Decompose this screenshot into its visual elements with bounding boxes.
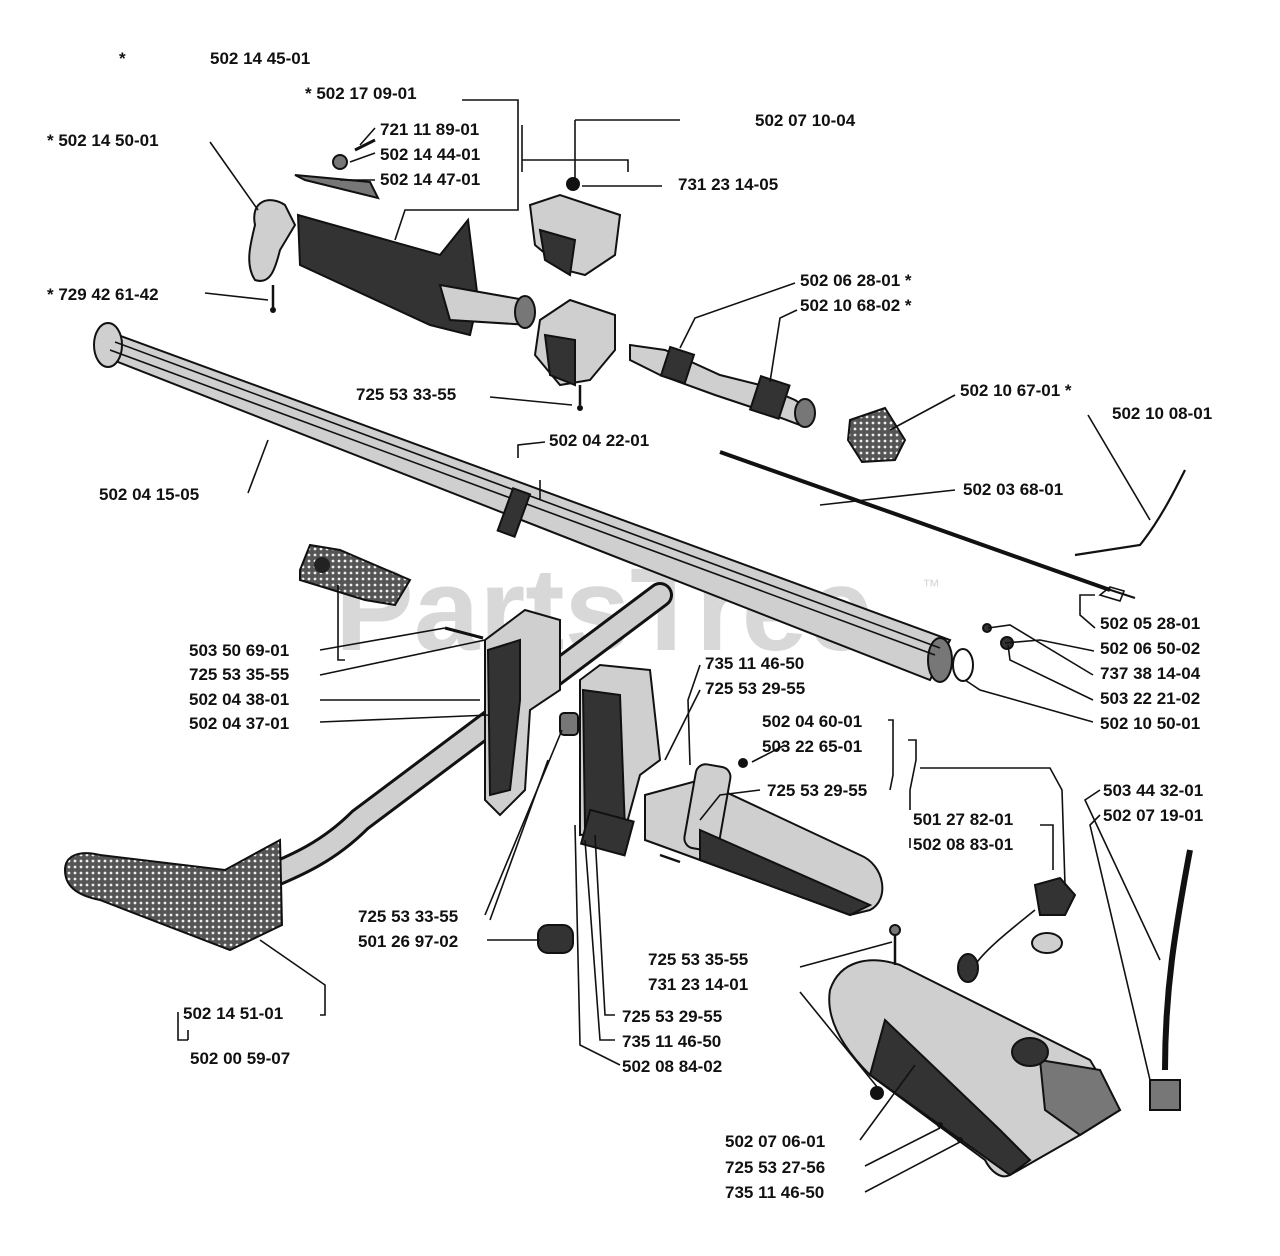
part-labels: * 502 14 45-01 * 502 17 09-01 502 07 10-… xyxy=(47,49,1212,1202)
part-label: 502 06 50-02 xyxy=(1100,639,1200,658)
shaft-clamp-upper xyxy=(528,177,622,277)
spring xyxy=(846,406,907,464)
part-label: 725 53 29-55 xyxy=(705,679,805,698)
fuel-hose xyxy=(1149,849,1193,1111)
part-label: 502 14 51-01 xyxy=(183,1004,283,1023)
part-label: 502 04 60-01 xyxy=(762,712,862,731)
part-label: * 729 42 61-42 xyxy=(47,285,159,304)
part-label: 502 04 38-01 xyxy=(189,690,289,709)
part-label: 502 10 68-02 * xyxy=(800,296,912,315)
part-label: 502 14 45-01 xyxy=(210,49,310,68)
part-label: 725 53 35-55 xyxy=(189,665,289,684)
part-label: 721 11 89-01 xyxy=(380,120,479,139)
part-label: 501 27 82-01 xyxy=(913,810,1013,829)
part-label: 502 08 84-02 xyxy=(622,1057,722,1076)
part-label: 503 22 65-01 xyxy=(762,737,862,756)
part-label: 502 00 59-07 xyxy=(190,1049,290,1068)
drive-coupling xyxy=(629,343,816,428)
part-label: 502 10 67-01 * xyxy=(960,381,1072,400)
part-label: 502 07 06-01 xyxy=(725,1132,825,1151)
part-label: 725 53 35-55 xyxy=(648,950,748,969)
part-label: * 502 17 09-01 xyxy=(305,84,417,103)
part-label: 502 04 15-05 xyxy=(99,485,199,504)
part-label: 503 22 21-02 xyxy=(1100,689,1200,708)
part-label: 737 38 14-04 xyxy=(1100,664,1201,683)
part-label: 503 44 32-01 xyxy=(1103,781,1203,800)
part-label: 725 53 33-55 xyxy=(356,385,456,404)
throttle-housing xyxy=(296,213,536,337)
part-label: 735 11 46-50 xyxy=(705,654,804,673)
fuel-cap xyxy=(957,876,1077,983)
leader-lines xyxy=(177,99,1161,1193)
part-label: 501 26 97-02 xyxy=(358,932,458,951)
part-label: 502 04 22-01 xyxy=(549,431,649,450)
part-label: 502 14 47-01 xyxy=(380,170,480,189)
part-label: 502 14 44-01 xyxy=(380,145,480,164)
throttle-trigger xyxy=(248,199,297,282)
throttle-cable xyxy=(1074,469,1186,557)
part-label: 502 10 08-01 xyxy=(1112,404,1212,423)
part-label: 502 05 28-01 xyxy=(1100,614,1200,633)
part-label: 731 23 14-01 xyxy=(648,975,748,994)
gear-housing xyxy=(828,924,1122,1178)
part-label: 725 53 29-55 xyxy=(767,781,867,800)
part-label: 502 06 28-01 * xyxy=(800,271,912,290)
front-handle xyxy=(63,582,673,952)
rubber-bushing xyxy=(537,924,574,954)
part-label: 502 07 19-01 xyxy=(1103,806,1203,825)
shaft-tube xyxy=(93,322,953,683)
part-label: 731 23 14-05 xyxy=(678,175,778,194)
drive-cable xyxy=(719,450,1136,602)
part-label: 502 08 83-01 xyxy=(913,835,1013,854)
part-label: * xyxy=(119,49,126,68)
part-label: * 502 14 50-01 xyxy=(47,131,159,150)
part-label: 725 53 27-56 xyxy=(725,1158,825,1177)
shaft-clamp-lower xyxy=(533,298,616,411)
part-label: 725 53 33-55 xyxy=(358,907,458,926)
handle-bracket xyxy=(484,608,662,837)
part-label: 725 53 29-55 xyxy=(622,1007,722,1026)
part-label: 503 50 69-01 xyxy=(189,641,289,660)
part-label: 502 10 50-01 xyxy=(1100,714,1200,733)
watermark-trademark: ™ xyxy=(922,576,940,596)
part-label: 502 03 68-01 xyxy=(963,480,1063,499)
part-label: 502 07 10-04 xyxy=(755,111,856,130)
part-label: 735 11 46-50 xyxy=(725,1183,824,1202)
part-label: 502 04 37-01 xyxy=(189,714,289,733)
part-label: 735 11 46-50 xyxy=(622,1032,721,1051)
